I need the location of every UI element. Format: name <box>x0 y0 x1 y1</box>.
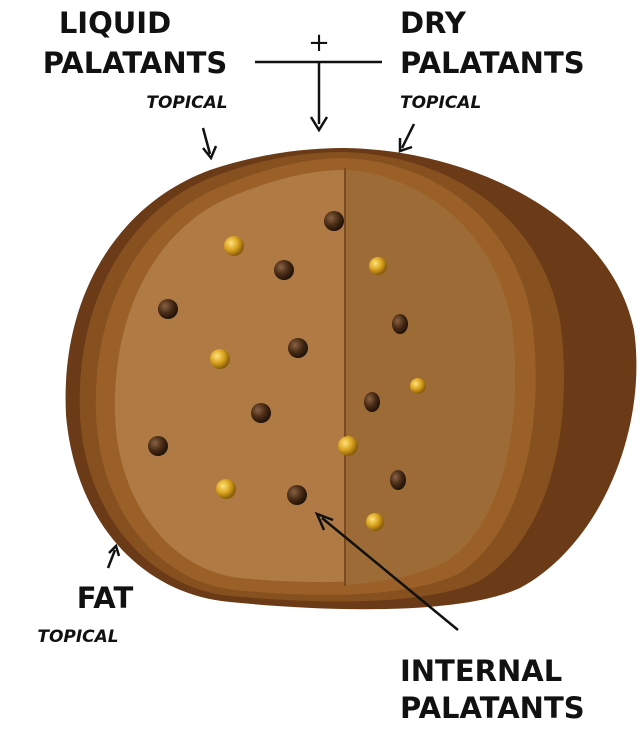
dark-speck <box>324 211 344 231</box>
dry-topical-arrow <box>400 124 414 151</box>
gold-speck <box>216 479 236 499</box>
internal-label-line2: PALATANTS <box>400 691 585 725</box>
gold-speck <box>366 513 384 531</box>
kibble <box>66 148 637 609</box>
dark-speck <box>148 436 168 456</box>
internal-label-line1: INTERNAL <box>400 654 562 688</box>
gold-speck <box>210 349 230 369</box>
dark-speck <box>158 299 178 319</box>
liquid-label-line2: PALATANTS <box>43 46 228 80</box>
dark-speck <box>274 260 294 280</box>
fat-topical-label: TOPICAL <box>37 627 118 647</box>
dry-label-line2: PALATANTS <box>400 46 585 80</box>
gold-speck <box>338 436 358 456</box>
dry-palatants-label: DRY PALATANTS TOPICAL <box>400 6 585 113</box>
liquid-label-line1: LIQUID <box>59 6 171 40</box>
dark-speck <box>364 392 380 412</box>
dry-label-line1: DRY <box>400 6 467 40</box>
liquid-topical-label: TOPICAL <box>146 93 227 113</box>
gold-speck <box>369 257 387 275</box>
dark-speck <box>251 403 271 423</box>
gold-speck <box>224 236 244 256</box>
dark-speck <box>392 314 408 334</box>
dark-speck <box>390 470 406 490</box>
dark-speck <box>288 338 308 358</box>
fat-label: FAT TOPICAL <box>37 546 133 647</box>
liquid-palatants-label: LIQUID PALATANTS TOPICAL <box>43 6 228 113</box>
gold-speck <box>410 378 426 394</box>
dry-topical-label: TOPICAL <box>400 93 481 113</box>
plus-connector: + <box>255 28 382 130</box>
plus-sign: + <box>308 28 330 58</box>
liquid-topical-arrow <box>203 128 216 158</box>
fat-label-text: FAT <box>77 581 134 615</box>
dark-speck <box>287 485 307 505</box>
